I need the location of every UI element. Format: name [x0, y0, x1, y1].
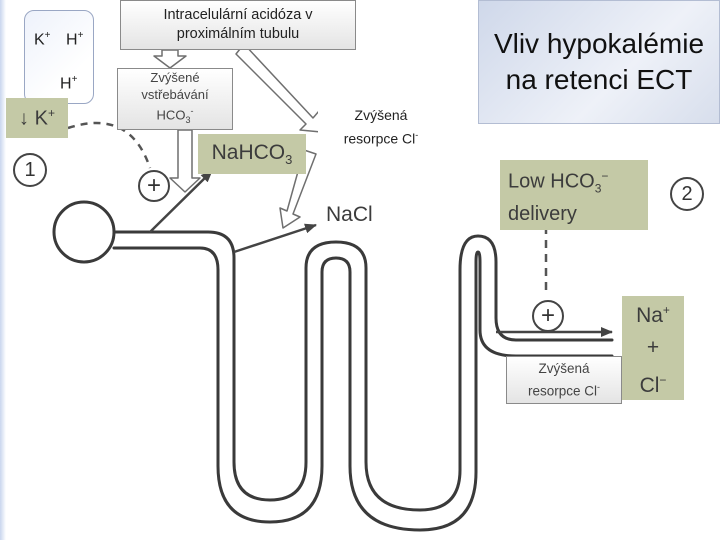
plus-circle-1	[138, 170, 170, 202]
low-potassium-box: ↓ K+	[6, 98, 68, 138]
ion-h-top-label: H+	[66, 30, 84, 49]
callout-chloride-resorption-bottom: Zvýšená resorpce Cl-	[506, 356, 622, 404]
step-circle-1	[13, 153, 47, 187]
arrow-to-nacl	[233, 223, 317, 254]
low-hco3-delivery-box: Low HCO3− delivery	[500, 160, 648, 230]
arrow-to-nahco3	[149, 170, 213, 233]
callout-chloride-resorption-top: Zvýšená resorpce Cl-	[318, 102, 444, 152]
callout-bicarb-reabsorption: Zvýšené vstřebávání HCO3-	[117, 68, 233, 130]
nacl-label: NaCl	[326, 203, 373, 226]
glomerulus	[52, 200, 116, 264]
slide-title: Vliv hypokalémie na retenci ECT	[478, 0, 720, 124]
left-edge-strip	[0, 0, 6, 540]
step-circle-2	[670, 177, 704, 211]
ion-k-label: K+	[34, 30, 51, 49]
step-number-2: 2	[681, 182, 693, 205]
hollow-arrow-to-cl	[235, 43, 322, 133]
nahco3-box: NaHCO3	[198, 134, 306, 174]
na-cl-box: Na+ + Cl−	[622, 296, 684, 400]
ion-h-bottom-label: H+	[60, 74, 78, 93]
ion-exchange-box	[24, 10, 94, 104]
plus-sign-1: +	[146, 172, 161, 199]
hollow-arrow-cl-to-nacl	[279, 149, 317, 229]
nephron-tubule	[52, 200, 614, 532]
hollow-arrow-bicarb	[169, 129, 201, 193]
hollow-arrows	[153, 43, 322, 229]
hollow-arrow-acidosis	[153, 49, 187, 69]
plus-circle-2	[532, 300, 564, 332]
plus-sign-2: +	[540, 302, 555, 329]
step-number-1: 1	[24, 158, 36, 181]
callout-acidosis: Intracelulární acidóza v proximálním tub…	[120, 0, 356, 50]
